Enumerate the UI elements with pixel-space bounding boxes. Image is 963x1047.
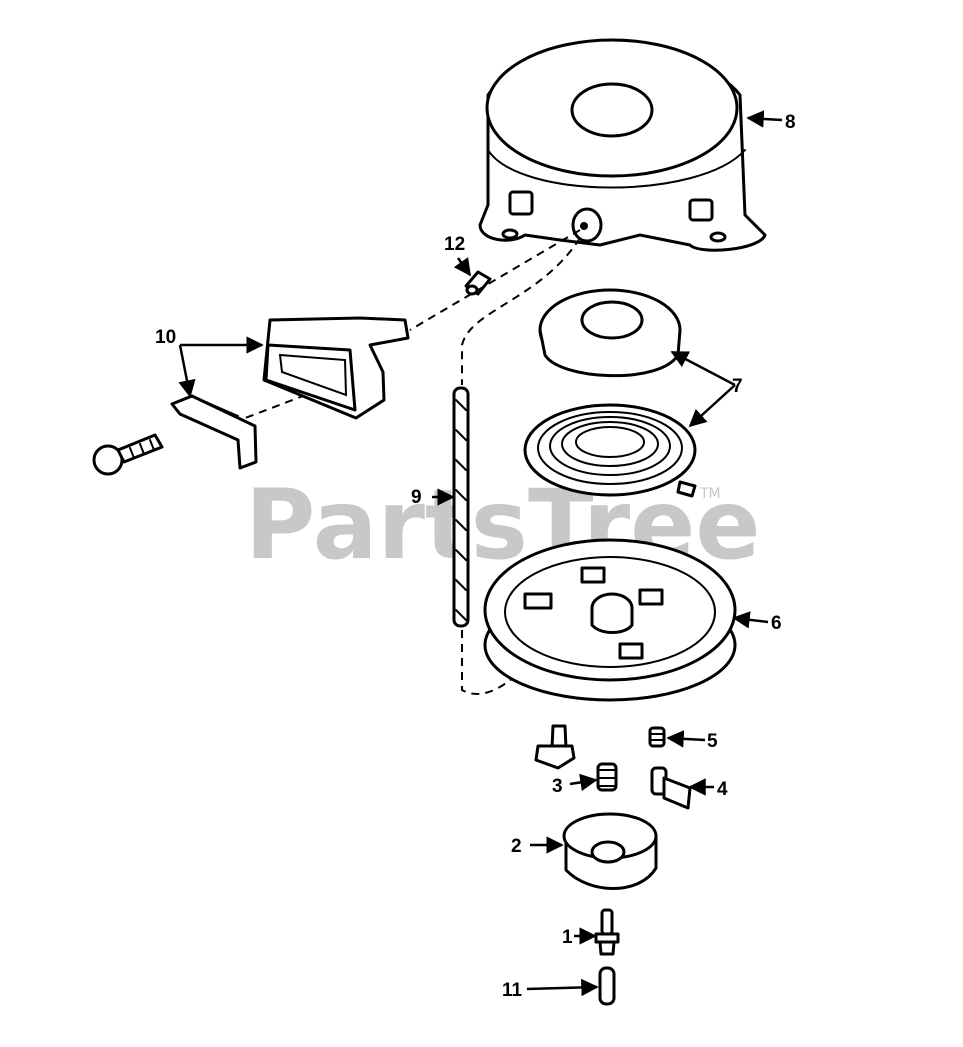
callout-10: 10 [155,327,176,348]
part-11-pin [598,966,616,1006]
callout-6: 6 [771,613,782,634]
pulley-screw [534,724,576,770]
part-7-recoil-spring [523,403,697,498]
part-12-bushing [464,270,492,296]
part-7-spring-cup [538,288,682,378]
part-4-pawl [650,766,692,810]
handle-screw [92,433,164,476]
part-10-starter-handle [262,316,410,420]
callout-4: 4 [717,779,728,800]
watermark-trademark: TM [699,486,721,502]
part-1-screw [594,908,620,956]
leader-lines [178,110,783,997]
callout-12: 12 [444,234,465,255]
part-9-starter-rope [452,386,470,628]
part-10-handle-insert [170,394,258,470]
callout-11: 11 [502,980,523,1001]
callout-7: 7 [732,376,743,397]
part-6-pulley [483,538,737,702]
callout-8: 8 [785,112,796,133]
part-2-retainer [562,812,658,890]
part-3-brake-spring [596,762,618,792]
callout-2: 2 [511,836,522,857]
callout-1: 1 [562,927,573,948]
part-8-starter-housing [478,38,767,252]
part-5-pawl-spring [648,726,666,748]
callout-5: 5 [707,731,718,752]
callout-9: 9 [411,487,422,508]
callout-3: 3 [552,776,563,797]
callout-labels: 8 12 10 7 9 6 5 4 3 2 1 11 [155,112,796,1001]
